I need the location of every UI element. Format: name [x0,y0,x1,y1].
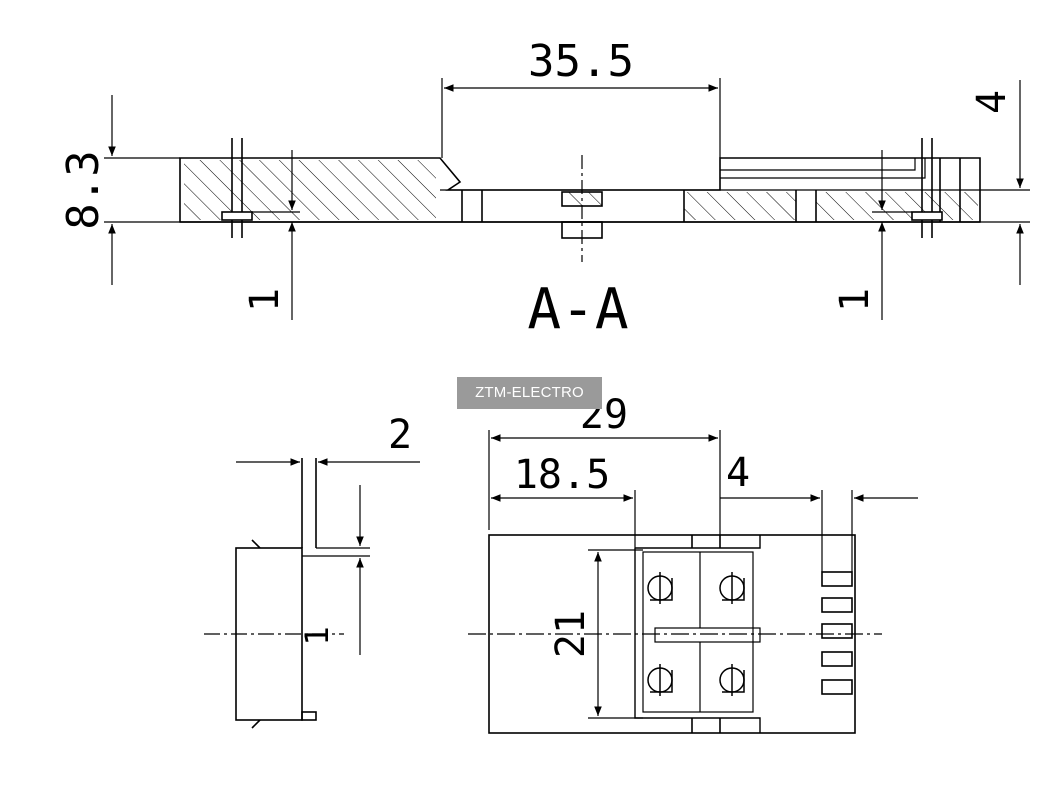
dim-4-right: 4 [969,90,1015,114]
section-dimensions [104,78,1030,320]
dim-18-5: 18.5 [514,452,610,498]
dim-4-top: 4 [726,450,750,496]
watermark-badge: ZTM-ELECTRO [457,377,602,409]
hatch-mid-right [684,192,796,220]
dim-1-left: 1 [242,288,288,312]
dim-2: 2 [388,412,412,458]
hatch-left [184,160,436,220]
screw-terminals [647,572,745,696]
screw-icon [647,664,673,696]
section-label: A-A [527,277,628,342]
screw-icon [719,572,745,604]
top-dimensions [488,430,918,719]
dim-8-3: 8.3 [58,150,109,229]
screw-icon [719,664,745,696]
section-view [179,138,981,262]
side-dimensions [236,458,420,655]
dim-1-right: 1 [832,288,878,312]
top-view [468,534,882,734]
dim-21: 21 [548,610,594,658]
dim-1-side: 1 [298,626,336,645]
screw-icon [647,572,673,604]
dim-35-5: 35.5 [528,36,634,87]
hatch-right [816,192,978,220]
side-view [204,458,370,729]
